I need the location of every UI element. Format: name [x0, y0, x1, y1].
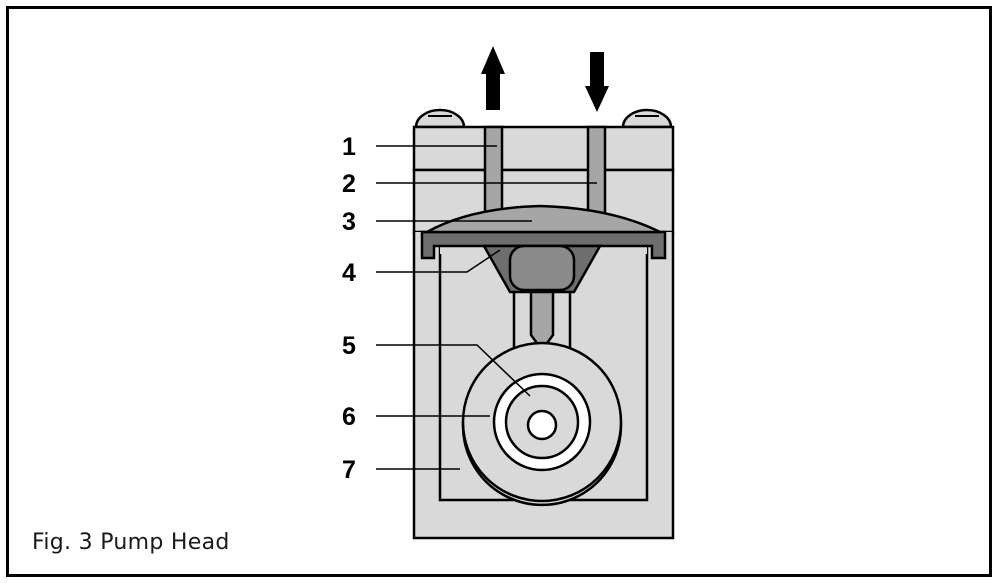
- callout-3: 3: [342, 208, 356, 236]
- valve-plate: [412, 125, 675, 172]
- figure-caption: Fig. 3 Pump Head: [32, 530, 230, 555]
- callout-2: 2: [342, 170, 356, 198]
- shaft: [526, 409, 558, 441]
- callout-1: 1: [342, 133, 356, 161]
- callout-7: 7: [342, 456, 356, 484]
- rod-screw: [529, 290, 555, 353]
- screw-left: [414, 108, 466, 129]
- diaphragm: [422, 204, 661, 234]
- arrow-down-icon: [585, 52, 609, 112]
- callout-6: 6: [342, 403, 356, 431]
- screw-right: [621, 108, 673, 129]
- leader-lines: [376, 145, 597, 470]
- callout-4: 4: [342, 259, 356, 287]
- inlet-channel: [586, 125, 607, 225]
- arrow-up-icon: [481, 46, 505, 110]
- callout-5: 5: [342, 332, 356, 360]
